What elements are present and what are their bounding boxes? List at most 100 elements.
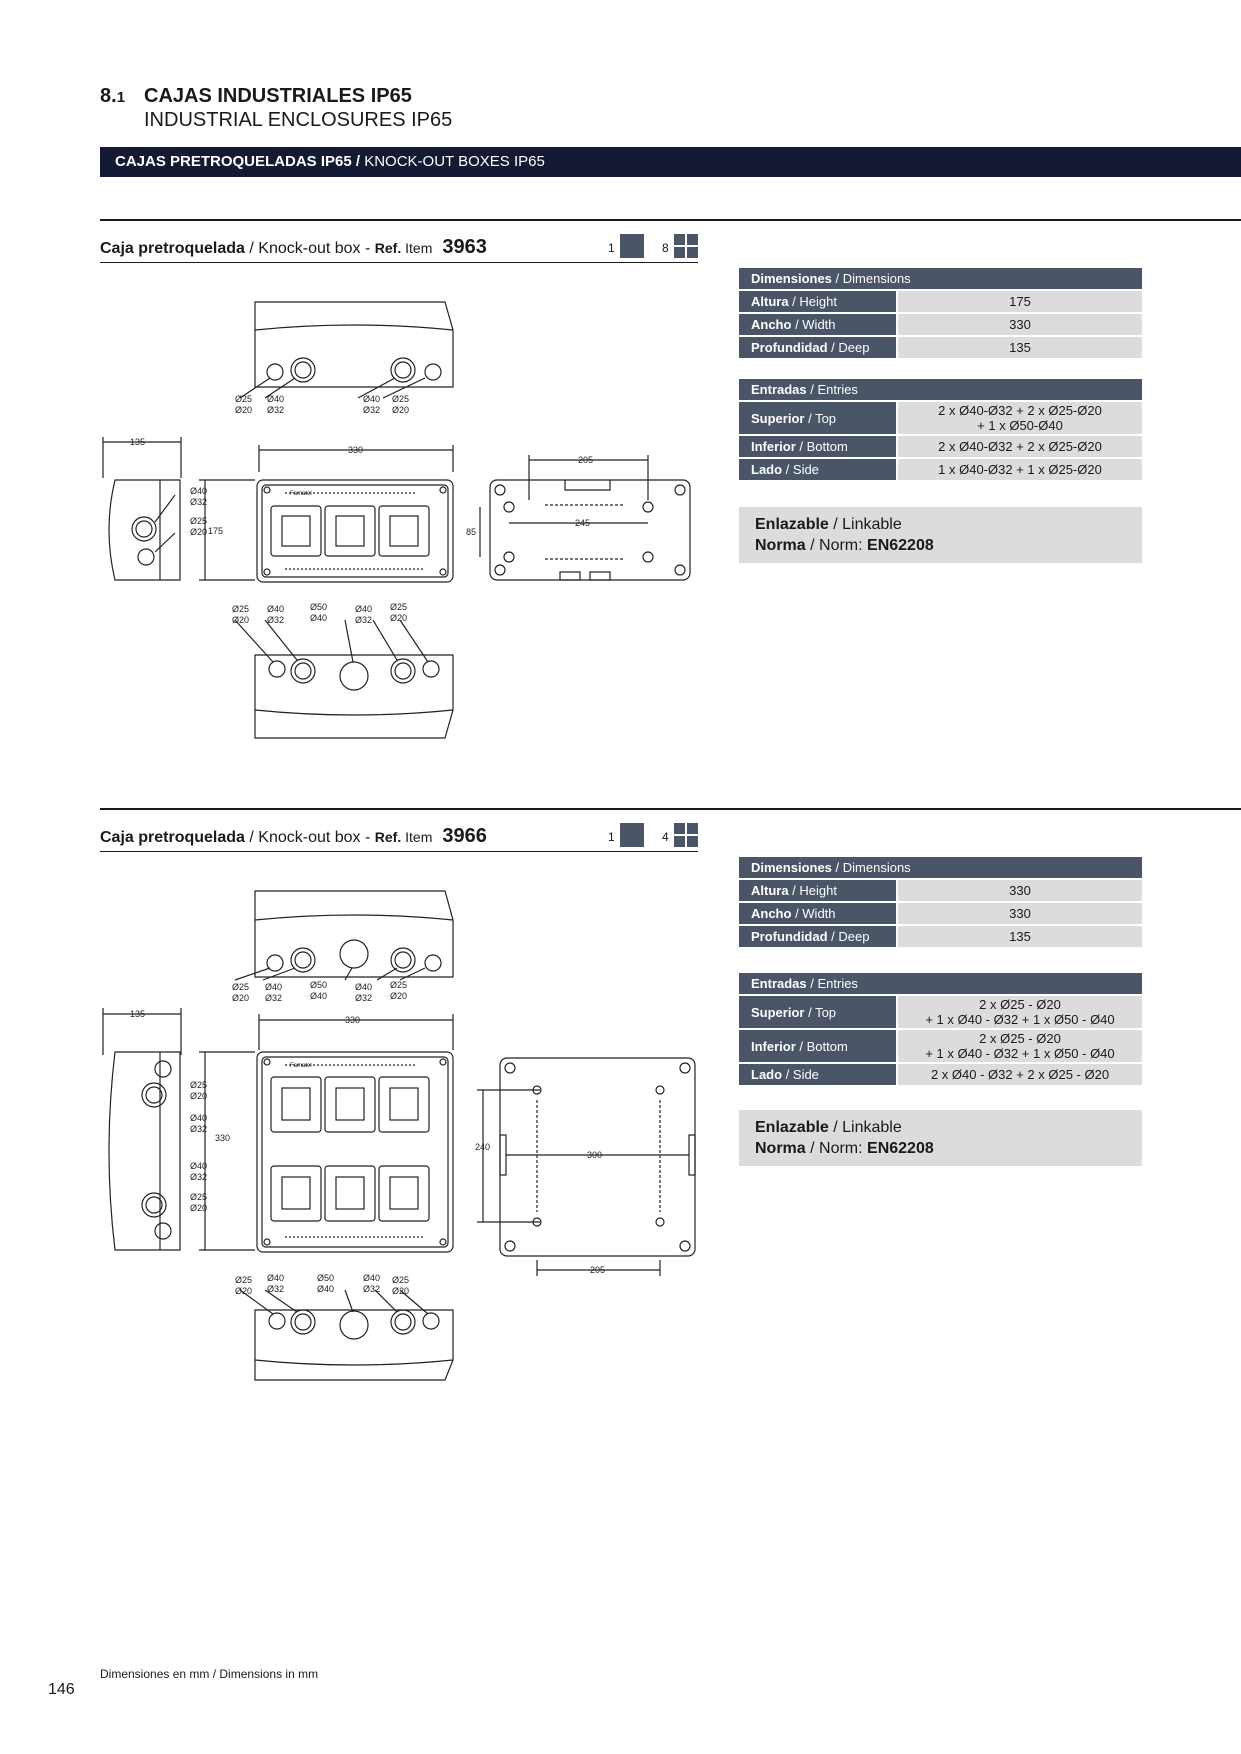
bottom-label: Ø25 bbox=[232, 604, 249, 614]
pack-single-count: 1 bbox=[608, 241, 615, 255]
dim-fix-inner: 245 bbox=[575, 518, 590, 528]
side-label: Ø40 bbox=[190, 1161, 207, 1171]
bottom-label: Ø32 bbox=[363, 1284, 380, 1294]
side-label: Ø32 bbox=[190, 1124, 207, 1134]
dim-height: 175 bbox=[208, 526, 223, 536]
top-label: Ø25 bbox=[232, 982, 249, 992]
top-label: Ø40 bbox=[363, 394, 380, 404]
bottom-label: Ø40 bbox=[267, 1273, 284, 1283]
top-label: Ø20 bbox=[392, 405, 409, 415]
linkable-norm-box: Enlazable / Linkable Norma / Norm: EN622… bbox=[739, 507, 1142, 563]
single-pack-icon bbox=[620, 234, 644, 258]
bottom-label: Ø50 bbox=[317, 1273, 334, 1283]
dim-height: 330 bbox=[215, 1133, 230, 1143]
top-label: Ø40 bbox=[355, 982, 372, 992]
pack-single-count: 1 bbox=[608, 830, 615, 844]
front-view-outline bbox=[256, 479, 454, 583]
brand-label: Famatel bbox=[290, 491, 312, 497]
top-label: Ø25 bbox=[235, 394, 252, 404]
brand-label: Famatel bbox=[290, 1063, 312, 1069]
dim-fix-height: 240 bbox=[475, 1142, 490, 1152]
side-label: Ø40 bbox=[190, 486, 207, 496]
side-view-outline bbox=[108, 479, 181, 581]
table-header: Dimensiones / Dimensions bbox=[739, 857, 1142, 878]
bottom-label: Ø25 bbox=[235, 1275, 252, 1285]
top-label: Ø25 bbox=[392, 394, 409, 404]
side-label: Ø25 bbox=[190, 1080, 207, 1090]
dimensions-table: Dimensiones / Dimensions Altura / Height… bbox=[739, 855, 1142, 949]
dim-depth: 135 bbox=[130, 1009, 145, 1019]
product-header: Caja pretroquelada / Knock-out box - Ref… bbox=[100, 823, 698, 852]
top-label: Ø25 bbox=[390, 980, 407, 990]
bottom-label: Ø40 bbox=[267, 604, 284, 614]
bottom-label: Ø20 bbox=[235, 1286, 252, 1296]
linkable-norm-box: Enlazable / Linkable Norma / Norm: EN622… bbox=[739, 1110, 1142, 1166]
side-label: Ø25 bbox=[190, 1192, 207, 1202]
technical-drawing-3963: Ø25 Ø20 Ø40 Ø32 Ø40 Ø32 Ø25 Ø20 135 330 … bbox=[102, 301, 691, 739]
product-ref-number: 3963 bbox=[442, 236, 487, 258]
table-header: Dimensiones / Dimensions bbox=[739, 268, 1142, 289]
category-banner: CAJAS PRETROQUELADAS IP65 / KNOCK-OUT BO… bbox=[100, 147, 1241, 177]
section-divider bbox=[100, 219, 1241, 221]
bottom-label: Ø20 bbox=[232, 615, 249, 625]
bottom-label: Ø25 bbox=[392, 1275, 409, 1285]
side-label: Ø32 bbox=[190, 497, 207, 507]
side-label: Ø20 bbox=[190, 527, 207, 537]
side-label: Ø20 bbox=[190, 1091, 207, 1101]
bottom-label: Ø32 bbox=[267, 615, 284, 625]
back-view-outline bbox=[489, 479, 691, 581]
top-view-outline bbox=[254, 301, 454, 388]
top-label: Ø50 bbox=[310, 980, 327, 990]
bottom-label: Ø25 bbox=[390, 602, 407, 612]
multi-pack-icon bbox=[674, 823, 698, 847]
page-number: 146 bbox=[48, 1681, 75, 1698]
bottom-label: Ø40 bbox=[317, 1284, 334, 1294]
top-label: Ø32 bbox=[265, 993, 282, 1003]
top-label: Ø20 bbox=[390, 991, 407, 1001]
top-label: Ø20 bbox=[232, 993, 249, 1003]
product-header: Caja pretroquelada / Knock-out box - Ref… bbox=[100, 234, 698, 263]
side-label: Ø32 bbox=[190, 1172, 207, 1182]
section-divider bbox=[100, 808, 1241, 810]
dim-fix-inner: 300 bbox=[587, 1150, 602, 1160]
bottom-label: Ø20 bbox=[392, 1286, 409, 1296]
single-pack-icon bbox=[620, 823, 644, 847]
section-subtitle: INDUSTRIAL ENCLOSURES IP65 bbox=[144, 109, 453, 131]
technical-drawing-3966: Ø25 Ø20 Ø40 Ø32 Ø50 Ø40 Ø40 Ø32 Ø25 Ø20 … bbox=[102, 890, 696, 1381]
top-label: Ø40 bbox=[310, 991, 327, 1001]
pack-multi-count: 4 bbox=[662, 830, 669, 844]
multi-pack-icon bbox=[674, 234, 698, 258]
dim-fix-width: 205 bbox=[590, 1265, 605, 1275]
bottom-label: Ø32 bbox=[355, 615, 372, 625]
bottom-label: Ø50 bbox=[310, 602, 327, 612]
dim-width: 330 bbox=[348, 445, 363, 455]
knockout-hole bbox=[266, 363, 284, 381]
dim-fix-height: 85 bbox=[466, 527, 476, 537]
product-title: Caja pretroquelada / Knock-out box - Ref… bbox=[100, 236, 487, 258]
dim-width: 330 bbox=[345, 1015, 360, 1025]
top-label: Ø32 bbox=[267, 405, 284, 415]
product-ref-number: 3966 bbox=[442, 825, 487, 847]
side-label: Ø20 bbox=[190, 1203, 207, 1213]
table-header: Entradas / Entries bbox=[739, 379, 1142, 400]
bottom-label: Ø20 bbox=[390, 613, 407, 623]
top-label: Ø20 bbox=[235, 405, 252, 415]
top-label: Ø40 bbox=[267, 394, 284, 404]
dim-depth: 135 bbox=[130, 437, 145, 447]
product-title: Caja pretroquelada / Knock-out box - Ref… bbox=[100, 825, 487, 847]
bottom-label: Ø40 bbox=[355, 604, 372, 614]
units-note: Dimensiones en mm / Dimensions in mm bbox=[100, 1667, 319, 1681]
table-header: Entradas / Entries bbox=[739, 973, 1142, 994]
